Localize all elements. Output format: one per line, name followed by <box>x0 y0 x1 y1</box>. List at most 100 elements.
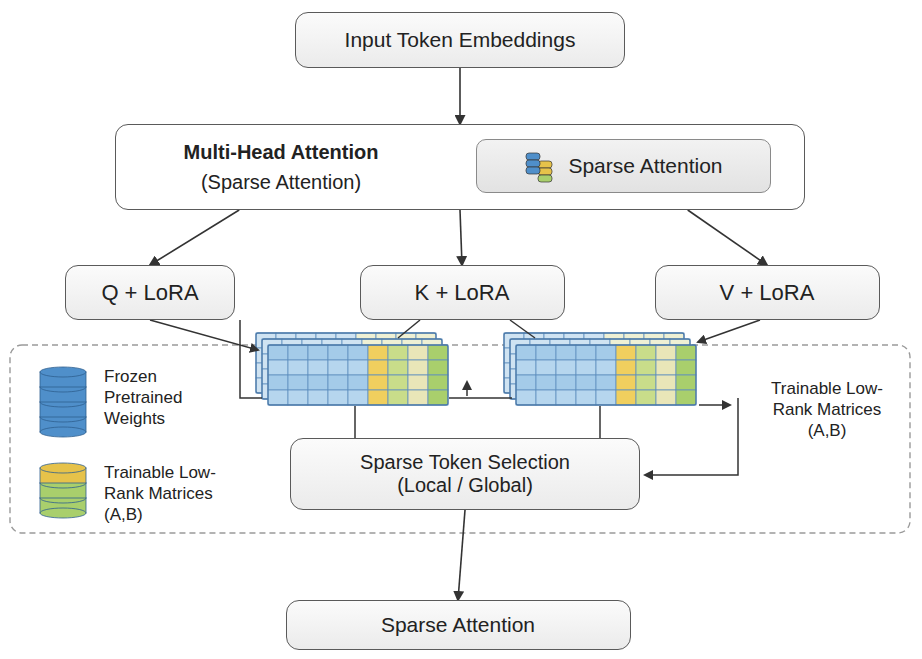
matrix-cell <box>616 375 636 390</box>
matrix-cell <box>288 360 308 375</box>
connector <box>460 210 462 265</box>
disc-top <box>40 463 86 473</box>
legend-swatch <box>34 366 94 442</box>
matrix-cell <box>268 345 288 360</box>
disc <box>526 160 540 167</box>
node-text: K + LoRA <box>415 280 510 306</box>
matrix-cell <box>408 390 428 405</box>
matrix-cell <box>428 345 448 360</box>
matrix-cell <box>596 345 616 360</box>
matrix-cell <box>556 375 576 390</box>
matrix-cell <box>516 360 536 375</box>
connector <box>688 210 767 265</box>
connector <box>458 510 465 600</box>
matrix-cell <box>328 345 348 360</box>
inner-box: Sparse Attention <box>476 139 771 193</box>
q-wire <box>150 320 258 350</box>
matrix-cell <box>328 390 348 405</box>
disc <box>526 167 540 174</box>
matrix-cell <box>308 390 328 405</box>
matrix-cell <box>596 360 616 375</box>
matrix-cell <box>268 375 288 390</box>
matrix-cell <box>636 375 656 390</box>
q-wire <box>240 320 262 398</box>
matrix-cell <box>516 390 536 405</box>
k-wire <box>510 320 535 338</box>
connector <box>150 210 239 265</box>
matrix-cell <box>408 345 428 360</box>
matrix-cell <box>536 360 556 375</box>
node-text: Input Token Embeddings <box>345 28 576 52</box>
matrix-cell <box>368 375 388 390</box>
matrix-cell <box>408 360 428 375</box>
matrix-cell <box>556 345 576 360</box>
matrix-cell <box>328 375 348 390</box>
legend-text: Frozen Pretrained Weights <box>104 366 226 429</box>
matrix-cell <box>288 375 308 390</box>
matrix-frame <box>504 333 684 393</box>
matrix-cell <box>556 390 576 405</box>
matrix-cell <box>348 375 368 390</box>
dashed-region <box>10 345 910 533</box>
disc-top <box>40 367 86 377</box>
side-arrow <box>699 404 730 406</box>
annotation-label: Trainable Low-Rank Matrices (A,B) <box>752 378 902 441</box>
process-box: V + LoRA <box>655 265 880 320</box>
matrix-frame <box>516 345 696 405</box>
down-wire <box>354 406 356 438</box>
matrix-cell <box>368 390 388 405</box>
matrix-cell <box>656 345 676 360</box>
matrix-cell <box>536 390 556 405</box>
node-text: Sparse Attention <box>568 154 722 178</box>
matrix-cell <box>536 345 556 360</box>
matrix-cell <box>516 375 536 390</box>
matrix-cell <box>348 360 368 375</box>
matrix-frame <box>256 333 436 393</box>
node-text: (Local / Global) <box>397 474 533 497</box>
matrix-cell <box>636 390 656 405</box>
matrix-cell <box>596 375 616 390</box>
matrix-cell <box>656 375 676 390</box>
connector <box>459 68 461 124</box>
matrix-cell <box>596 390 616 405</box>
matrix-cell <box>368 345 388 360</box>
matrix-cell <box>576 390 596 405</box>
title-column: Multi-Head Attention(Sparse Attention) <box>116 137 446 197</box>
matrix-cell <box>616 345 636 360</box>
matrix-cell <box>676 360 696 375</box>
matrix-frame <box>268 345 448 405</box>
disc <box>538 175 552 182</box>
matrix-cell <box>388 345 408 360</box>
matrix-cell <box>636 360 656 375</box>
node-text: Multi-Head Attention <box>184 137 379 167</box>
process-box: Sparse Token Selection(Local / Global) <box>290 438 640 510</box>
matrix-cell <box>408 375 428 390</box>
matrix-cell <box>428 375 448 390</box>
matrix-cell <box>388 390 408 405</box>
matrix-cell <box>656 360 676 375</box>
matrix-cell <box>268 360 288 375</box>
matrix-cell <box>676 345 696 360</box>
down-wire <box>599 406 601 438</box>
matrix-cell <box>368 360 388 375</box>
matrix-cell <box>536 375 556 390</box>
matrix-cell <box>388 375 408 390</box>
matrix-cell <box>428 360 448 375</box>
matrix-cell <box>516 345 536 360</box>
process-box: Sparse Attention <box>286 600 631 650</box>
disc-bottom <box>40 427 86 437</box>
matrix-cell <box>288 345 308 360</box>
matrix-cell <box>576 360 596 375</box>
node-text: (Sparse Attention) <box>201 167 361 197</box>
matrix-cell <box>388 360 408 375</box>
matrix-cell <box>656 390 676 405</box>
matrix-cell <box>348 345 368 360</box>
node-text: Sparse Token Selection <box>360 451 570 474</box>
feedback-wire <box>645 398 738 475</box>
matrix-cell <box>288 390 308 405</box>
node-text: V + LoRA <box>720 280 815 306</box>
process-box: Q + LoRA <box>65 265 235 320</box>
node-text: Q + LoRA <box>101 280 198 306</box>
matrix-cell <box>328 360 348 375</box>
